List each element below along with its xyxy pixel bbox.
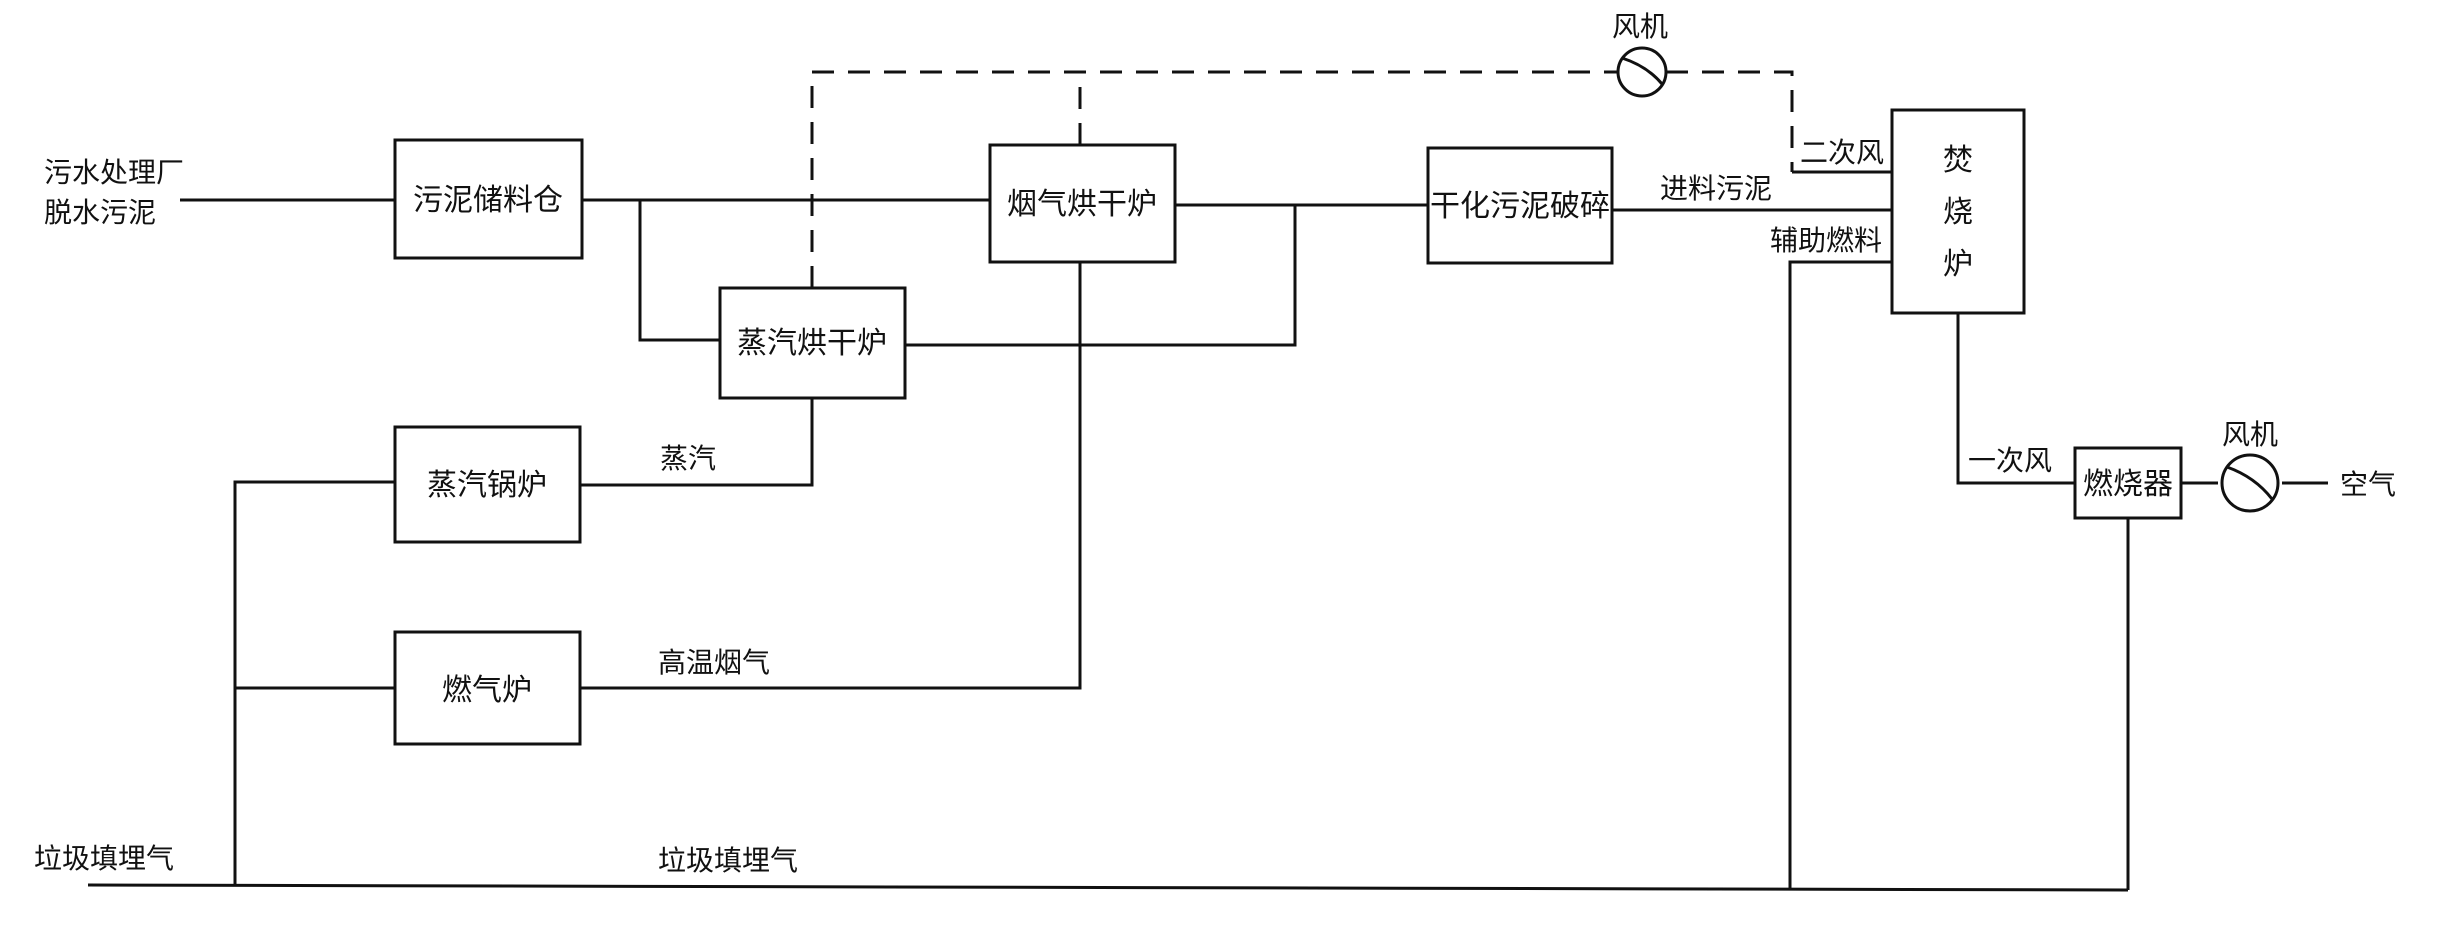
fan-right — [2220, 453, 2280, 513]
label-fan-right: 风机 — [2222, 418, 2278, 451]
label-incinerator-char-3: 炉 — [1943, 247, 1973, 282]
box-steam-boiler — [393, 425, 582, 544]
equipment-boxes — [393, 108, 2183, 746]
line-primary-air — [1956, 313, 2075, 485]
fan-right-icon — [2220, 453, 2280, 513]
line-landfill-gas-main — [87, 883, 2129, 892]
line-aux-fuel — [1788, 260, 1892, 890]
fan-top — [1616, 46, 1668, 98]
label-flue-dryer: 烟气烘干炉 — [1007, 187, 1157, 222]
line-gas-furnace-to-flue-dryer — [580, 262, 1082, 690]
label-landfill-gas-mid: 垃圾填埋气 — [658, 844, 798, 877]
box-flue-dryer — [988, 143, 1177, 264]
label-incinerator-char-2: 烧 — [1943, 195, 1973, 230]
box-incinerator — [1890, 108, 2026, 315]
label-steam: 蒸汽 — [660, 442, 716, 475]
dash-steam-dryer-exhaust — [810, 70, 1618, 288]
fan-top-icon — [1616, 46, 1668, 98]
label-hot-flue-gas: 高温烟气 — [658, 646, 770, 679]
label-steam-boiler: 蒸汽锅炉 — [427, 468, 547, 503]
label-aux-fuel: 辅助燃料 — [1770, 224, 1882, 257]
box-sludge-silo — [393, 138, 584, 260]
label-burner: 燃烧器 — [2083, 467, 2173, 502]
box-gas-furnace — [393, 630, 582, 746]
label-air: 空气 — [2340, 468, 2396, 501]
box-crusher — [1426, 146, 1614, 265]
label-incinerator-char-1: 焚 — [1943, 143, 1973, 178]
label-sludge-silo: 污泥储料仓 — [413, 183, 563, 218]
solid-connectors — [87, 170, 2328, 892]
label-steam-dryer: 蒸汽烘干炉 — [737, 326, 887, 361]
label-feed-sludge: 进料污泥 — [1660, 172, 1772, 205]
fan-top-blade-icon — [1621, 56, 1664, 85]
line-silo-to-steam-dryer — [638, 200, 720, 342]
box-steam-dryer — [718, 286, 907, 400]
label-fan-top: 风机 — [1612, 10, 1668, 43]
box-burner — [2073, 446, 2183, 520]
line-steam-dryer-to-merge — [905, 205, 1297, 347]
label-source-line2: 脱水污泥 — [44, 196, 156, 229]
line-steam-boiler-to-steam-dryer — [580, 398, 814, 487]
label-source-line1: 污水处理厂 — [44, 156, 184, 189]
label-gas-furnace: 燃气炉 — [442, 673, 532, 708]
label-secondary-air: 二次风 — [1800, 136, 1884, 169]
fan-right-blade-icon — [2226, 465, 2274, 500]
dashed-exhaust-lines — [810, 70, 1794, 288]
box-labels: 污泥储料仓 烟气烘干炉 蒸汽烘干炉 蒸汽锅炉 燃气炉 干化污泥破碎 焚 烧 炉 … — [413, 143, 2173, 708]
label-primary-air: 一次风 — [1968, 444, 2052, 477]
label-landfill-gas-left: 垃圾填埋气 — [34, 842, 174, 875]
label-crusher: 干化污泥破碎 — [1430, 189, 1610, 224]
flow-labels: 污水处理厂 脱水污泥 垃圾填埋气 垃圾填埋气 蒸汽 高温烟气 风机 风机 二次风… — [34, 10, 2396, 877]
dash-fan-to-incinerator — [1666, 70, 1794, 172]
line-landfill-gas-left-riser — [233, 480, 395, 885]
